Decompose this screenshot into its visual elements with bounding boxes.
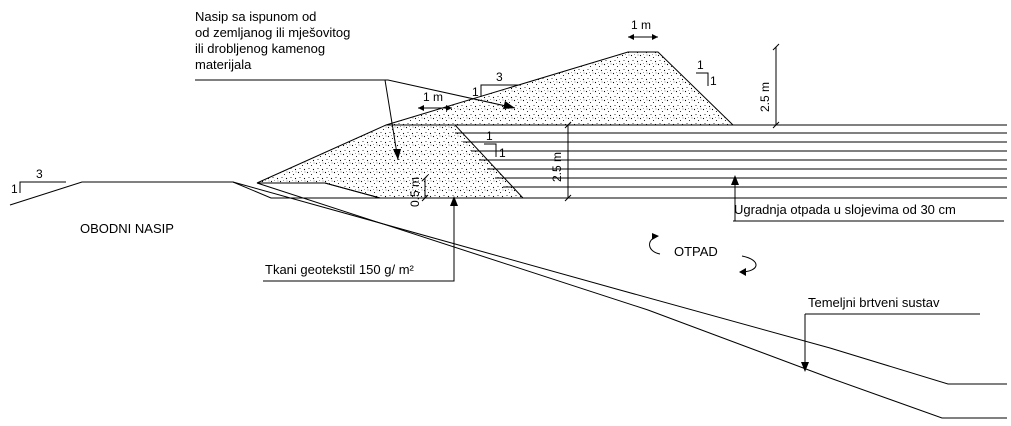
base-seal-callout: Temeljni brtveni sustav <box>801 295 980 372</box>
slope-left-rise: 1 <box>11 182 18 196</box>
fill-note-line-2: od zemljanog ili mješovitog <box>195 25 350 40</box>
lower-crest-width-label: 1 m <box>423 90 443 104</box>
waste-layers-arrow <box>731 175 739 185</box>
waste-layers-callout: Ugradnja otpada u slojevima od 30 cm <box>731 175 1004 222</box>
perimeter-dike-label: OBODNI NASIP <box>80 221 174 236</box>
base-seal-arrow <box>801 362 809 372</box>
slope-symbol-left-dike: 3 1 <box>11 167 66 196</box>
fill-note-arrow-lower <box>393 149 401 160</box>
waste-layers-label: Ugradnja otpada u slojevima od 30 cm <box>734 202 956 217</box>
curved-arrow-right <box>739 255 757 273</box>
layer-height-label: 2.5 m <box>550 152 564 182</box>
waste-label: OTPAD <box>674 244 718 259</box>
base-seal-line-top <box>232 181 1007 385</box>
slope-symbol-upper-outer: 3 1 <box>472 70 521 99</box>
slope-left-run: 3 <box>36 167 43 181</box>
slope-upper-outer-rise: 1 <box>472 85 479 99</box>
fill-note-leader-upper <box>195 79 516 109</box>
fill-note: Nasip sa ispunom od od zemljanog ili mje… <box>195 9 516 161</box>
top-crest-dimension: 1 m <box>628 18 658 40</box>
slope-upper-inner-run: 1 <box>697 58 704 72</box>
slope-lower-inner-rise: 1 <box>499 146 506 160</box>
fill-note-arrow-upper <box>503 101 515 109</box>
perimeter-dike-outline <box>9 181 1007 206</box>
lower-gravel-embankment <box>256 124 525 199</box>
upper-height-dimension: 2.5 m <box>758 43 780 129</box>
slope-symbol-upper-inner: 1 1 <box>696 58 717 88</box>
upper-height-label: 2.5 m <box>758 82 772 112</box>
geotextile-line <box>257 182 381 199</box>
geotextile-label: Tkani geotekstil 150 g/ m² <box>265 262 415 277</box>
lower-crest-dimension: 1 m <box>418 90 452 111</box>
top-crest-width-label: 1 m <box>631 18 651 32</box>
fill-note-line-4: materijala <box>195 57 252 72</box>
upper-gravel-embankment <box>385 51 735 126</box>
geotextile-arrow <box>450 196 458 206</box>
geotextile-callout: Tkani geotekstil 150 g/ m² <box>263 196 458 282</box>
base-seal-label: Temeljni brtveni sustav <box>808 295 940 310</box>
waste-layer-lines <box>386 124 1007 188</box>
base-seal-line-bottom <box>256 182 1007 419</box>
fill-note-leader-lower <box>384 79 399 161</box>
curved-arrow-left <box>649 235 661 255</box>
bottom-layer-label: 0.5 m <box>408 177 422 207</box>
waste-label-group: OTPAD <box>649 233 757 276</box>
slope-symbol-lower-inner: 1 1 <box>484 129 506 160</box>
slope-upper-outer-run: 3 <box>496 70 503 84</box>
fill-note-line-1: Nasip sa ispunom od <box>195 9 316 24</box>
slope-lower-inner-run: 1 <box>486 129 493 143</box>
layer-height-dimension: 2.5 m <box>550 121 572 202</box>
bottom-layer-dimension: 0.5 m <box>408 174 429 207</box>
fill-note-line-3: ili drobljenog kamenog <box>195 41 325 56</box>
slope-upper-inner-rise: 1 <box>710 74 717 88</box>
